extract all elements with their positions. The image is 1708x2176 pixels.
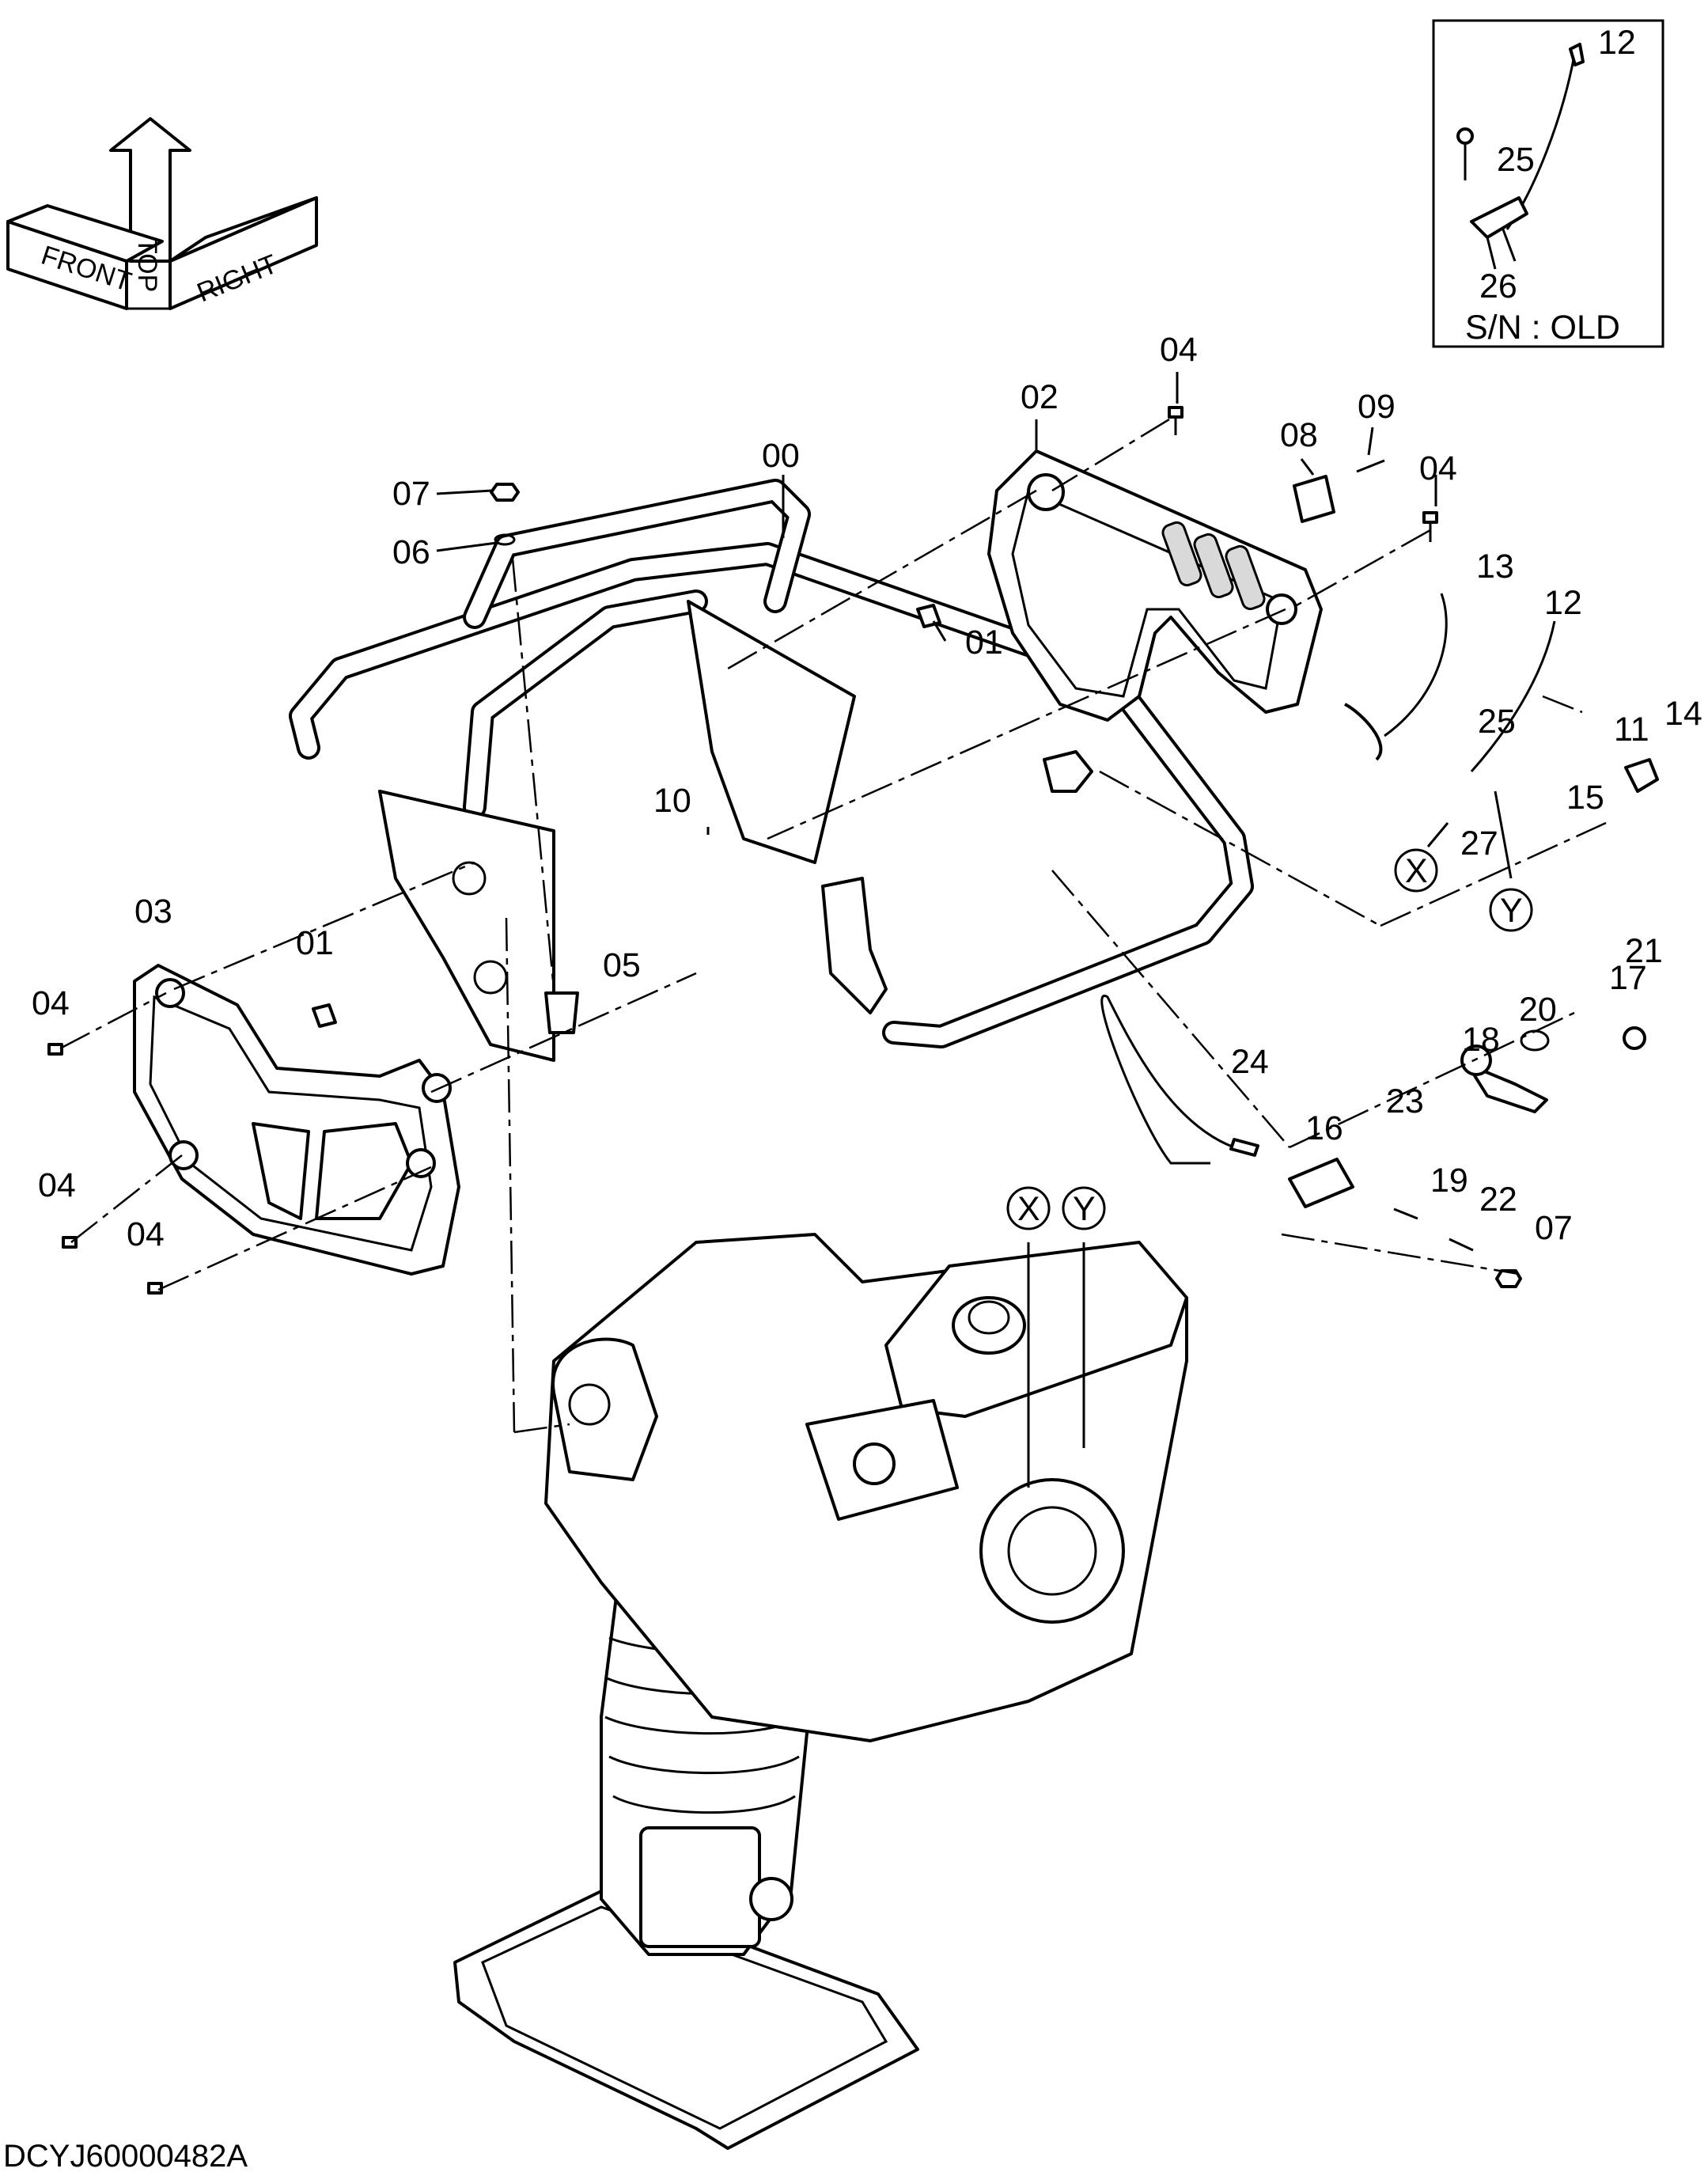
callout-16: 16: [1305, 1109, 1343, 1147]
callout-05: 05: [603, 946, 641, 984]
callout-03: 03: [134, 893, 172, 931]
callout-04-left-c: 04: [127, 1215, 165, 1253]
inset-label-25: 25: [1497, 141, 1535, 179]
callouts: 00 01 01 02 03 04 04 04 04 04 05 06 07 0…: [32, 331, 1702, 1253]
inset-label-12: 12: [1598, 24, 1636, 62]
callout-20: 20: [1519, 991, 1557, 1029]
callout-04-left-a: 04: [32, 984, 70, 1022]
connector-x-upper: X: [1405, 852, 1428, 890]
callout-24: 24: [1231, 1043, 1269, 1081]
callout-04-left-b: 04: [38, 1166, 76, 1204]
callout-01-top: 01: [965, 624, 1003, 662]
callout-19: 19: [1430, 1162, 1468, 1200]
right-guard: [987, 449, 1323, 722]
rammer-body: [453, 1233, 1188, 2150]
left-guard: [133, 964, 460, 1276]
guard-vents: [1161, 521, 1266, 611]
connector-y-upper: Y: [1500, 892, 1523, 930]
callout-12: 12: [1544, 584, 1582, 622]
callout-15: 15: [1566, 779, 1604, 817]
inset-box: 12 25 26 S/N : OLD: [1432, 19, 1664, 348]
inset-caption: S/N : OLD: [1465, 309, 1620, 347]
callout-07-top: 07: [392, 475, 430, 513]
callout-00: 00: [762, 437, 800, 475]
callout-21: 21: [1625, 932, 1663, 970]
callout-13: 13: [1476, 548, 1514, 586]
callout-09: 09: [1358, 388, 1396, 426]
callout-01-left: 01: [296, 924, 334, 962]
connector-markers: X Y X Y: [1006, 848, 1533, 1230]
callout-27: 27: [1460, 825, 1498, 862]
callout-08: 08: [1280, 416, 1318, 454]
callout-06: 06: [392, 533, 430, 571]
callout-10: 10: [653, 782, 691, 820]
callout-17: 17: [1609, 959, 1647, 997]
inset-label-26: 26: [1479, 267, 1517, 305]
orientation-icon: TOP FRONT RIGHT: [6, 117, 318, 310]
callout-04-right: 04: [1419, 449, 1457, 487]
callout-02: 02: [1021, 378, 1059, 416]
callout-22: 22: [1479, 1181, 1517, 1219]
connector-x-lower: X: [1017, 1190, 1040, 1228]
leader-lines: [59, 372, 1607, 1488]
callout-11: 11: [1614, 711, 1649, 749]
callout-14: 14: [1664, 695, 1702, 733]
small-parts: [47, 406, 1659, 1295]
callout-23: 23: [1386, 1082, 1424, 1120]
callout-07-bottom: 07: [1535, 1209, 1573, 1247]
callout-04-top: 04: [1160, 331, 1198, 369]
callout-18: 18: [1462, 1021, 1500, 1059]
document-id: DCYJ60000482A: [3, 2139, 248, 2174]
connector-y-lower: Y: [1073, 1190, 1096, 1228]
callout-25: 25: [1478, 703, 1516, 741]
top-label: TOP: [132, 237, 162, 292]
